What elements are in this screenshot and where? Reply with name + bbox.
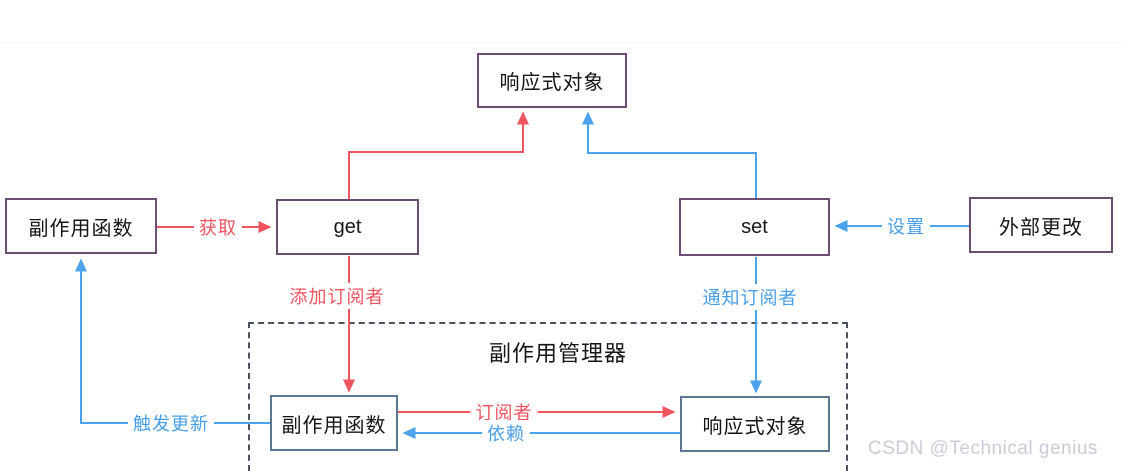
node-effect-function-left: 副作用函数 <box>5 198 157 254</box>
edge-label-dependency: 依赖 <box>482 420 530 446</box>
edge-label-notify-subscriber: 通知订阅者 <box>697 284 803 310</box>
arrow-trigger-update <box>75 258 270 424</box>
edge-label-set: 设置 <box>882 213 930 239</box>
node-effect-function-inner: 副作用函数 <box>270 395 398 451</box>
node-reactive-object-inner: 响应式对象 <box>680 396 830 452</box>
csdn-watermark: CSDN @Technical genius <box>868 438 1098 459</box>
node-set: set <box>679 198 830 256</box>
arrow-get-to-reactive <box>348 111 529 200</box>
edge-label-trigger-update: 触发更新 <box>128 410 214 436</box>
node-reactive-object-top: 响应式对象 <box>477 53 627 108</box>
node-get: get <box>276 199 419 255</box>
edge-label-acquire: 获取 <box>194 214 242 240</box>
effect-manager-title: 副作用管理器 <box>488 341 627 366</box>
node-external-change: 外部更改 <box>969 197 1113 253</box>
edge-label-add-subscriber: 添加订阅者 <box>284 283 390 309</box>
arrow-set-to-reactive <box>582 111 757 199</box>
top-separator-line <box>0 42 1122 43</box>
